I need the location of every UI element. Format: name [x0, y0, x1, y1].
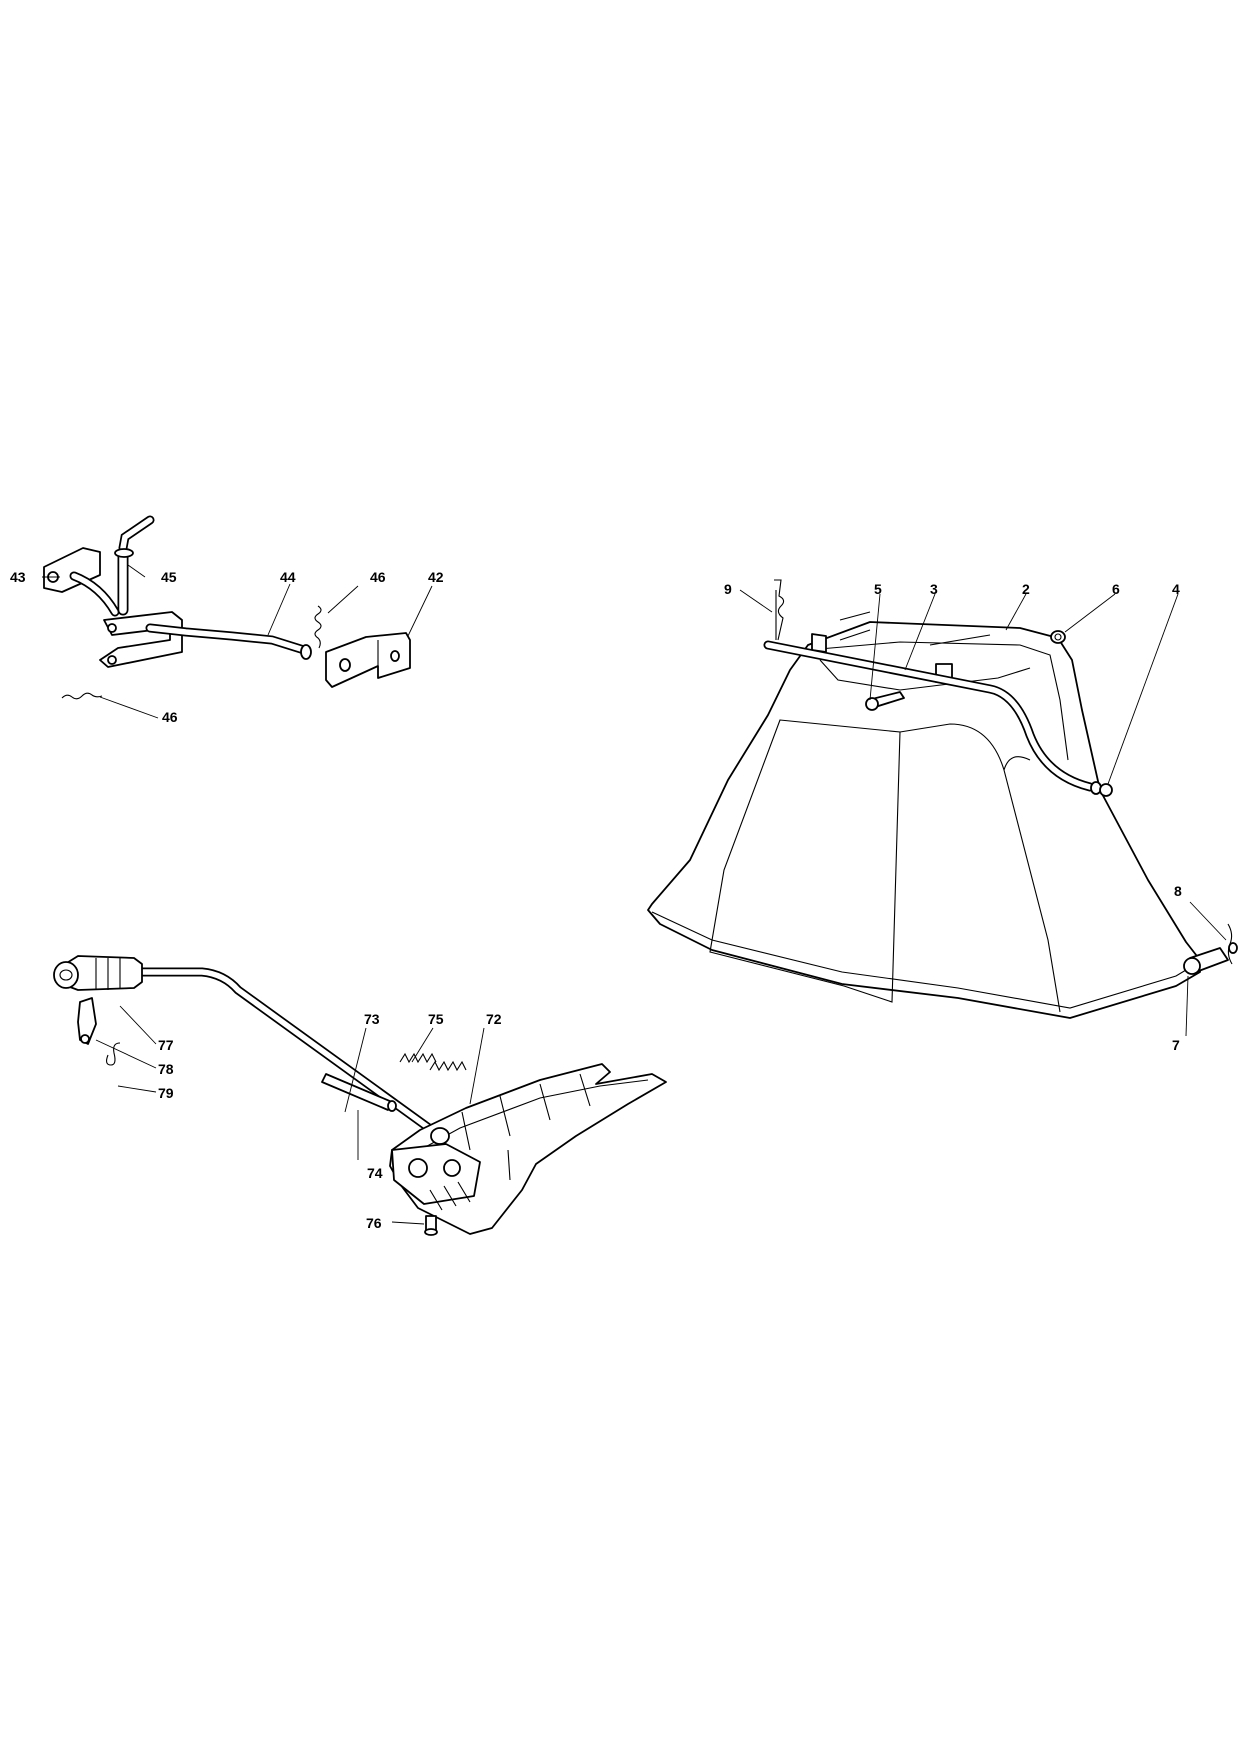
- callout-74: 74: [367, 1165, 383, 1181]
- callout-72: 72: [486, 1011, 502, 1027]
- callout-4: 4: [1172, 581, 1180, 597]
- callout-5: 5: [874, 581, 882, 597]
- callout-79: 79: [158, 1085, 174, 1101]
- callout-labels: 43 45 44 46 42 46 9 5 3 2 6 4 8 7 77 78 …: [10, 569, 1182, 1231]
- grass-catcher-assembly: [647, 579, 1238, 1019]
- lever-linkage-assembly: [43, 515, 411, 700]
- callout-45: 45: [161, 569, 177, 585]
- callout-46-upper: 46: [370, 569, 386, 585]
- callout-73: 73: [364, 1011, 380, 1027]
- callout-76: 76: [366, 1215, 382, 1231]
- callout-75: 75: [428, 1011, 444, 1027]
- callout-7: 7: [1172, 1037, 1180, 1053]
- leader-lines: [42, 564, 1227, 1225]
- callout-77: 77: [158, 1037, 174, 1053]
- callout-42: 42: [428, 569, 444, 585]
- callout-6: 6: [1112, 581, 1120, 597]
- deflector-lever-assembly: [53, 955, 667, 1236]
- callout-3: 3: [930, 581, 938, 597]
- callout-9: 9: [724, 581, 732, 597]
- callout-78: 78: [158, 1061, 174, 1077]
- callout-46-lower: 46: [162, 709, 178, 725]
- callout-8: 8: [1174, 883, 1182, 899]
- callout-44: 44: [280, 569, 296, 585]
- callout-43: 43: [10, 569, 26, 585]
- callout-2: 2: [1022, 581, 1030, 597]
